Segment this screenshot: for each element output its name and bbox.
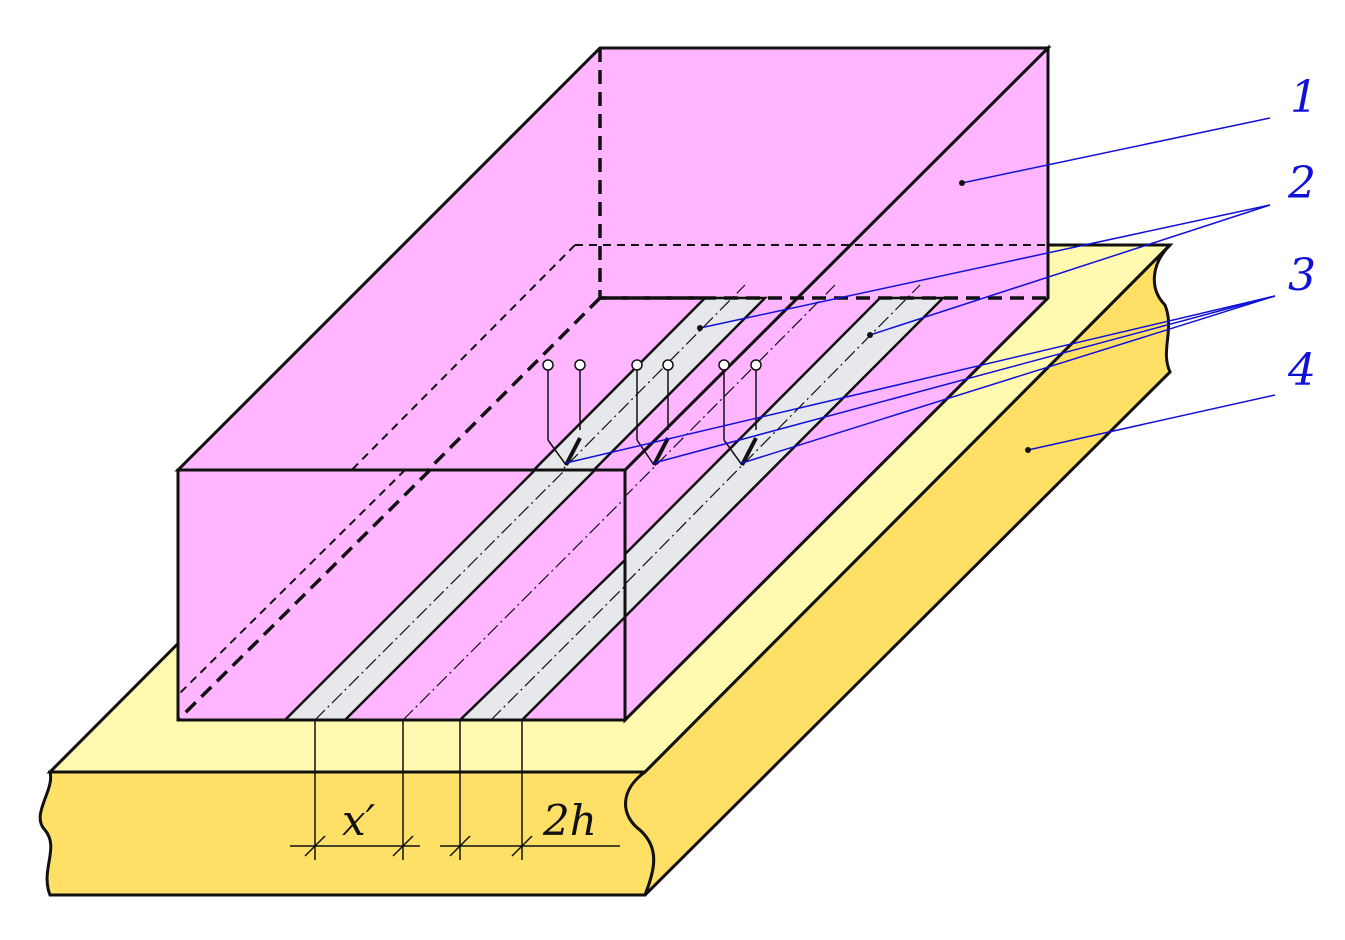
probe-right (718, 359, 762, 466)
callout-1: 1 (1290, 72, 1318, 123)
callout-2: 2 (1287, 158, 1316, 209)
width-dimension-label: 2h (542, 796, 597, 845)
callout-4: 4 (1287, 345, 1316, 396)
terminal-icon (631, 359, 643, 371)
terminal-icon (574, 359, 586, 371)
callout-3: 3 (1288, 250, 1316, 301)
dimensions (290, 720, 620, 860)
terminal-icon (750, 359, 762, 371)
leader-dots (697, 180, 1031, 453)
gap-dimension-label: x′ (342, 796, 376, 845)
terminal-icon (662, 359, 674, 371)
terminal-icon (542, 359, 554, 371)
callout-leaders (565, 117, 1276, 464)
probes (542, 359, 762, 466)
terminal-icon (718, 359, 730, 371)
probe-left (542, 359, 586, 466)
probe-middle (631, 359, 674, 466)
substrate-right-face (624, 243, 1172, 897)
